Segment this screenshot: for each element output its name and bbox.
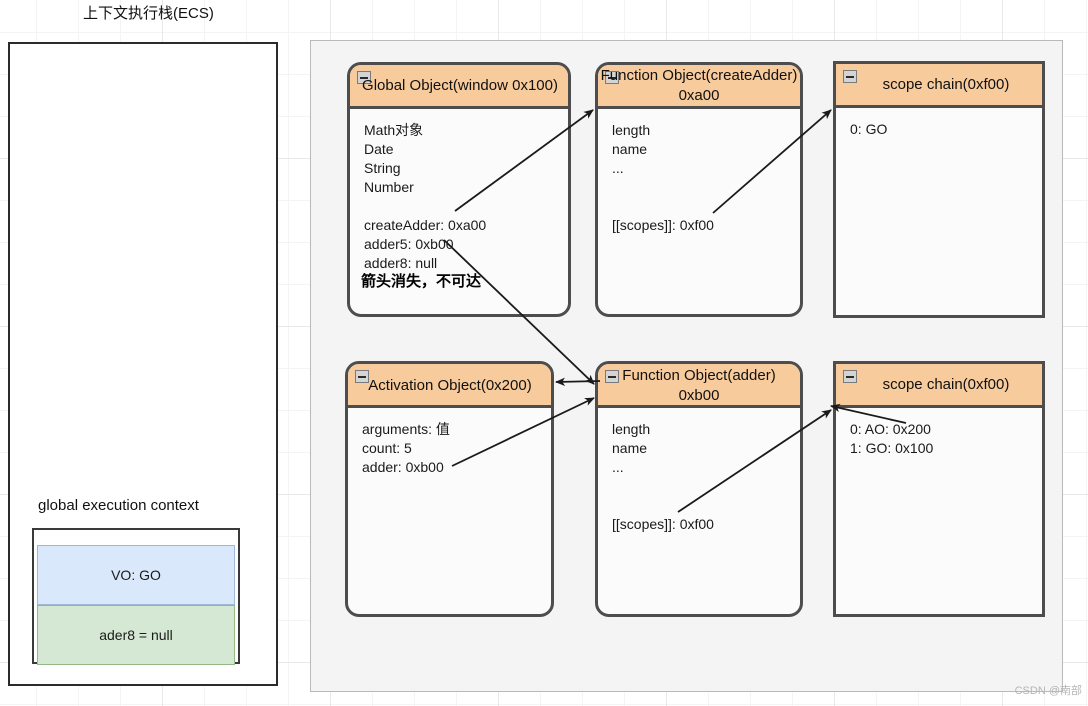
card-activation-object-body: arguments: 值 count: 5 adder: 0xb00 <box>348 408 551 477</box>
row-length: length <box>612 421 651 437</box>
row-scope-0: 0: AO: 0x200 <box>850 421 931 437</box>
title-line-2: 0xb00 <box>678 386 720 404</box>
row-string: String <box>364 160 401 176</box>
row-adder8: adder8: null <box>364 255 438 271</box>
card-function-create-adder-body: length name ... [[scopes]]: 0xf00 <box>598 109 800 235</box>
row-ellipsis: ... <box>612 459 624 475</box>
title-line-1: Function Object(adder) <box>622 367 776 384</box>
row-arguments: arguments: 值 <box>362 421 450 437</box>
card-scope-chain-top-header[interactable]: scope chain(0xf00) <box>836 64 1042 108</box>
vo-cell: VO: GO <box>37 545 235 605</box>
collapse-icon[interactable] <box>843 70 857 83</box>
row-scopes: [[scopes]]: 0xf00 <box>612 516 714 532</box>
row-date: Date <box>364 141 394 157</box>
row-adder: adder: 0xb00 <box>362 459 444 475</box>
card-function-adder-title: Function Object(adder) 0xb00 <box>593 366 805 406</box>
collapse-icon[interactable] <box>357 71 371 84</box>
card-scope-chain-bottom-body: 0: AO: 0x200 1: GO: 0x100 <box>836 408 1042 458</box>
card-scope-chain-bottom-title: scope chain(0xf00) <box>882 375 1010 393</box>
row-name: name <box>612 141 648 157</box>
collapse-icon[interactable] <box>355 370 369 383</box>
card-global-object-body: Math对象 Date String Number createAdder: 0… <box>350 109 568 273</box>
card-function-adder-header[interactable] <box>598 364 800 408</box>
card-scope-chain-top-body: 0: GO <box>836 108 1042 139</box>
title-line-1: Function Object(createAdder) <box>600 67 798 84</box>
card-function-adder-body: length name ... [[scopes]]: 0xf00 <box>598 408 800 534</box>
row-scope-1: 1: GO: 0x100 <box>850 440 934 456</box>
card-function-create-adder-header[interactable] <box>598 65 800 109</box>
card-function-create-adder-title: Function Object(createAdder) 0xa00 <box>579 66 819 106</box>
card-scope-chain-top-title: scope chain(0xf00) <box>882 75 1010 93</box>
card-activation-object-title: Activation Object(0x200) <box>368 377 532 394</box>
watermark: CSDN @南部 <box>1014 685 1082 697</box>
title-line-2: 0xa00 <box>678 86 720 104</box>
row-create-adder: createAdder: 0xa00 <box>364 217 487 233</box>
ader8-cell: ader8 = null <box>37 605 235 665</box>
card-global-object-title: Global Object(window 0x100) <box>362 77 558 94</box>
row-length: length <box>612 122 651 138</box>
row-name: name <box>612 440 648 456</box>
row-number: Number <box>364 179 414 195</box>
card-scope-chain-top[interactable]: scope chain(0xf00) 0: GO <box>833 61 1045 318</box>
row-count: count: 5 <box>362 440 412 456</box>
ecs-title: 上下文执行栈(ECS) <box>83 5 214 22</box>
card-scope-chain-bottom[interactable]: scope chain(0xf00) 0: AO: 0x200 1: GO: 0… <box>833 361 1045 617</box>
row-scope-0: 0: GO <box>850 121 888 137</box>
note-unreachable: 箭头消失，不可达 <box>361 273 482 290</box>
collapse-icon[interactable] <box>843 370 857 383</box>
global-execution-context-label: global execution context <box>38 497 199 514</box>
row-ellipsis: ... <box>612 160 624 176</box>
card-scope-chain-bottom-header[interactable]: scope chain(0xf00) <box>836 364 1042 408</box>
row-scopes: [[scopes]]: 0xf00 <box>612 217 714 233</box>
card-activation-object[interactable]: arguments: 值 count: 5 adder: 0xb00 <box>345 361 554 617</box>
collapse-icon[interactable] <box>605 370 619 383</box>
collapse-icon[interactable] <box>605 71 619 84</box>
row-math: Math对象 <box>364 122 424 138</box>
card-global-object-header[interactable] <box>350 65 568 109</box>
row-adder5: adder5: 0xb00 <box>364 236 454 252</box>
